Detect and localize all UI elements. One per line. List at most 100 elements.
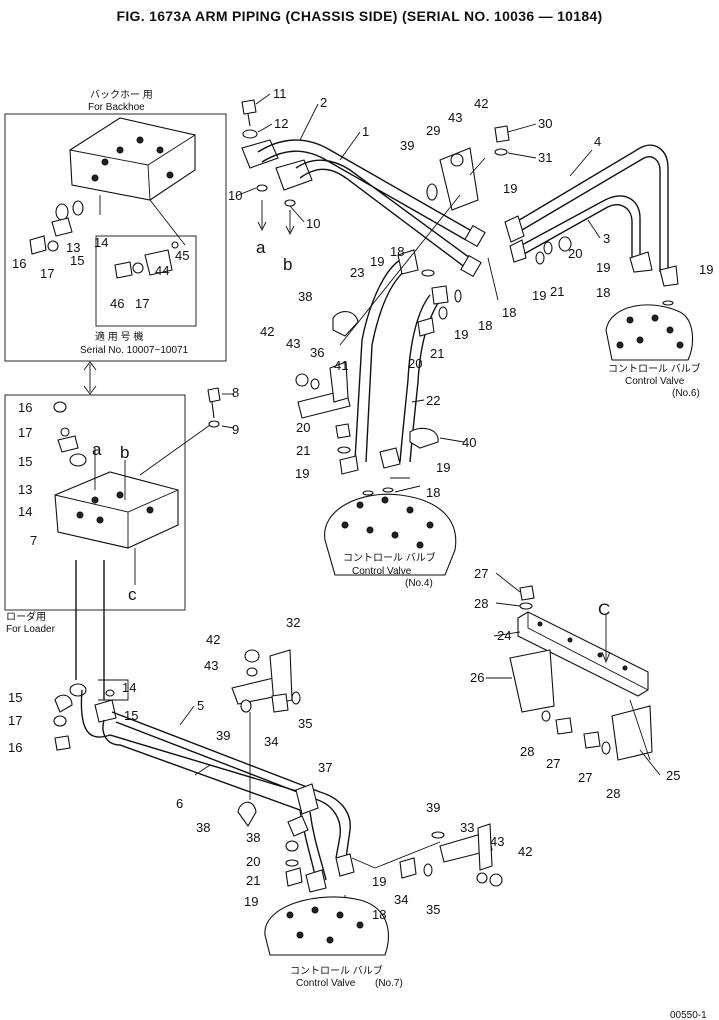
part-number-28b: 28: [520, 744, 534, 759]
inset-backhoe: バックホー 用 For Backhoe 適 用 号 機 Serial No. 1…: [4, 89, 227, 362]
valve-block-backhoe: [69, 117, 196, 201]
valve-no4-label-num: (No.4): [405, 578, 433, 589]
section-mark-c-loader: c: [128, 585, 137, 604]
inset-backhoe-label-jp: バックホー 用: [90, 89, 153, 101]
part-number-15-backhoe: 15: [70, 253, 84, 268]
control-valve-no4: コントロール バルブ Control Valve (No.4): [324, 493, 457, 589]
part-number-15-lower-a: 15: [8, 690, 22, 705]
lower-assembly: [53, 560, 503, 935]
part-number-23: 23: [350, 265, 364, 280]
part-number-10b: 10: [306, 216, 320, 231]
clamp-38-upper: [332, 311, 359, 337]
part-number-21a: 21: [430, 346, 444, 361]
valve-no4-label-jp: コントロール バルブ: [343, 551, 436, 564]
part-number-22: 22: [426, 393, 440, 408]
part-number-42a: 42: [474, 96, 488, 111]
inset-loader: ローダ用 For Loader 16 17 15 13 14 7 a b c: [4, 394, 211, 635]
section-mark-a-loader: a: [92, 440, 102, 459]
flange-2a: [241, 139, 279, 169]
valve-no4-label-en: Control Valve: [352, 566, 412, 577]
valve-no6-label-num: (No.6): [672, 388, 700, 399]
part-number-33: 33: [460, 820, 474, 835]
part-number-43c: 43: [204, 658, 218, 673]
part-number-28c: 28: [606, 786, 620, 801]
part-number-40: 40: [462, 435, 476, 450]
part-number-6: 6: [176, 796, 183, 811]
part-number-18f: 18: [372, 907, 386, 922]
part-number-38b: 38: [196, 820, 210, 835]
part-number-16-lower: 16: [8, 740, 22, 755]
part-number-19c: 19: [503, 181, 517, 196]
part-number-8: 8: [232, 385, 239, 400]
part-number-43a: 43: [448, 110, 462, 125]
part-number-17-loader: 17: [18, 425, 32, 440]
part-number-15-loader: 15: [18, 454, 32, 469]
flange-2b: [275, 159, 313, 191]
part-number-2: 2: [320, 95, 327, 110]
part-number-28a: 28: [474, 596, 488, 611]
part-number-14-backhoe: 14: [94, 235, 108, 250]
part-number-18d: 18: [596, 285, 610, 300]
part-number-36: 36: [310, 345, 324, 360]
upper-assembly: [241, 99, 679, 496]
part-number-45: 45: [175, 248, 189, 263]
part-number-9: 9: [232, 422, 239, 437]
part-number-34b: 34: [394, 892, 408, 907]
part-number-19j: 19: [244, 894, 258, 909]
swap-arrow-icon: [83, 361, 97, 395]
inset-subbox: [95, 235, 197, 327]
part-number-29: 29: [426, 123, 440, 138]
valve-no7-label-jp: コントロール バルブ: [290, 964, 383, 977]
part-number-46: 46: [110, 296, 124, 311]
footer-code: 00550-1: [670, 1010, 707, 1020]
part-number-19h: 19: [436, 460, 450, 475]
part-number-17-lower: 17: [8, 713, 22, 728]
part-number-35b: 35: [426, 902, 440, 917]
part-number-38c: 38: [246, 830, 260, 845]
part-number-18a: 18: [390, 244, 404, 259]
part-number-34a: 34: [264, 734, 278, 749]
part-number-35a: 35: [298, 716, 312, 731]
part-number-18b: 18: [478, 318, 492, 333]
part-number-20a: 20: [408, 356, 422, 371]
part-number-30: 30: [538, 116, 552, 131]
bolt-8: [207, 387, 221, 419]
part-number-14-loader: 14: [18, 504, 32, 519]
inset-backhoe-label-en: For Backhoe: [88, 102, 145, 113]
part-number-20d: 20: [246, 854, 260, 869]
part-number-1: 1: [362, 124, 369, 139]
part-number-17-backhoe-b: 17: [135, 296, 149, 311]
part-number-27c: 27: [578, 770, 592, 785]
part-number-7: 7: [30, 533, 37, 548]
part-number-19f: 19: [699, 262, 713, 277]
part-number-21d: 21: [246, 873, 260, 888]
section-mark-C: C: [598, 600, 610, 619]
control-valve-no7: コントロール バルブ Control Valve (No.7): [264, 896, 403, 989]
part-number-26: 26: [470, 670, 484, 685]
bracket-assembly-24: [509, 585, 653, 761]
part-number-18c: 18: [502, 305, 516, 320]
inset-loader-frame: [4, 394, 186, 611]
part-number-19d: 19: [532, 288, 546, 303]
part-number-19b: 19: [454, 327, 468, 342]
part-number-25: 25: [666, 768, 680, 783]
part-number-4: 4: [594, 134, 601, 149]
part-number-10a: 10: [228, 188, 242, 203]
part-number-41: 41: [334, 358, 348, 373]
part-number-39a: 39: [400, 138, 414, 153]
part-number-24: 24: [497, 628, 511, 643]
part-number-37: 37: [318, 760, 332, 775]
inset-serial-label-en: Serial No. 10007~10071: [80, 345, 189, 356]
part-number-42b: 42: [260, 324, 274, 339]
part-number-19a: 19: [370, 254, 384, 269]
part-number-15-lower-b: 15: [124, 708, 138, 723]
part-number-27a: 27: [474, 566, 488, 581]
section-mark-a-upper: a: [256, 238, 266, 257]
part-number-12: 12: [274, 116, 288, 131]
section-mark-b-upper: b: [283, 255, 292, 274]
part-number-39b: 39: [216, 728, 230, 743]
part-number-17-backhoe: 17: [40, 266, 54, 281]
part-number-27b: 27: [546, 756, 560, 771]
part-number-42d: 42: [518, 844, 532, 859]
